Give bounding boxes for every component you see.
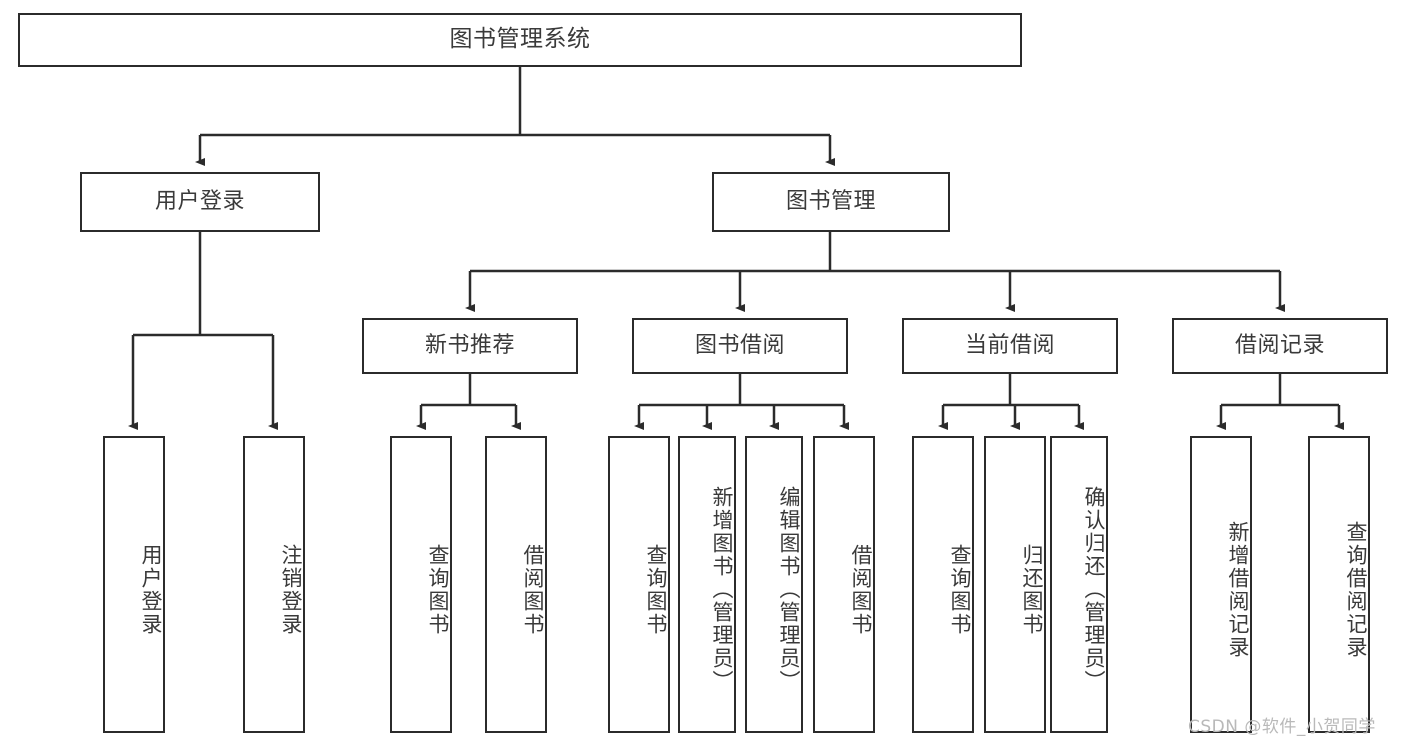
node-label: 新增借阅记录 (1226, 520, 1250, 659)
leaf-add-book-admin[interactable]: 新增图书（管理员） (678, 436, 736, 733)
leaf-edit-book-admin[interactable]: 编辑图书（管理员） (745, 436, 803, 733)
leaf-query-books-borrow[interactable]: 查询图书 (608, 436, 670, 733)
leaf-query-books-new[interactable]: 查询图书 (390, 436, 452, 733)
node-root-book-management-system[interactable]: 图书管理系统 (18, 13, 1022, 67)
node-label: 查询图书 (948, 543, 972, 636)
node-label: 图书管理系统 (449, 26, 591, 53)
node-borrowing-records[interactable]: 借阅记录 (1172, 318, 1388, 374)
node-label: 借阅记录 (1234, 333, 1325, 359)
node-label: 注销登录 (279, 543, 303, 636)
node-book-management[interactable]: 图书管理 (712, 172, 950, 232)
node-label: 新增图书（管理员） (710, 486, 734, 693)
node-label: 借阅图书 (521, 543, 545, 636)
leaf-add-borrow-record[interactable]: 新增借阅记录 (1190, 436, 1252, 733)
node-label: 用户登录 (139, 543, 163, 636)
node-label: 图书借阅 (694, 333, 785, 359)
node-book-borrowing[interactable]: 图书借阅 (632, 318, 848, 374)
leaf-query-borrow-record[interactable]: 查询借阅记录 (1308, 436, 1370, 733)
node-label: 新书推荐 (424, 333, 515, 359)
node-user-login[interactable]: 用户登录 (80, 172, 320, 232)
node-label: 编辑图书（管理员） (777, 486, 801, 693)
leaf-user-login[interactable]: 用户登录 (103, 436, 165, 733)
csdn-watermark: CSDN @软件_小贺同学 (1188, 717, 1376, 737)
node-label: 图书管理 (785, 189, 876, 215)
node-label: 用户登录 (154, 189, 245, 215)
leaf-borrow-books-new[interactable]: 借阅图书 (485, 436, 547, 733)
node-new-book-recommendation[interactable]: 新书推荐 (362, 318, 578, 374)
node-label: 借阅图书 (849, 543, 873, 636)
leaf-confirm-return-admin[interactable]: 确认归还（管理员） (1050, 436, 1108, 733)
node-label: 归还图书 (1020, 543, 1044, 636)
leaf-return-books[interactable]: 归还图书 (984, 436, 1046, 733)
leaf-query-books-current[interactable]: 查询图书 (912, 436, 974, 733)
node-label: 查询图书 (426, 543, 450, 636)
node-label: 查询借阅记录 (1344, 520, 1368, 659)
node-label: 当前借阅 (964, 333, 1055, 359)
node-label: 确认归还（管理员） (1082, 486, 1106, 693)
node-current-borrowing[interactable]: 当前借阅 (902, 318, 1118, 374)
leaf-logout[interactable]: 注销登录 (243, 436, 305, 733)
leaf-borrow-books[interactable]: 借阅图书 (813, 436, 875, 733)
node-label: 查询图书 (644, 543, 668, 636)
